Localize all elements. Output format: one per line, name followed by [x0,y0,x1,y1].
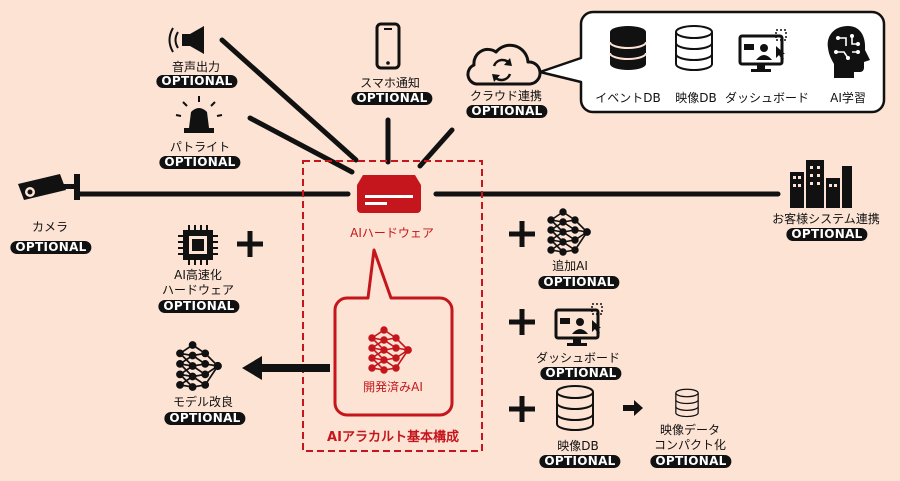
accelerator-label-line1: AI高速化 [174,268,222,282]
connection-lines [77,37,781,197]
compact-label-line1: 映像データ [659,423,721,437]
video-db-option-label: 映像DB [557,439,599,453]
dashboard-option-label: ダッシュボード [535,351,621,365]
developed-ai-neural-net-icon [367,325,413,375]
camera-optional-badge: OPTIONAL [10,241,92,254]
plus-video-db [509,396,535,422]
patlite-label: パトライト [169,140,231,154]
cloud-icon [466,43,542,86]
model-neural-net-icon [175,340,223,392]
basic-config-label: AIアラカルト基本構成 [327,430,459,445]
developed-ai-label: 開発済みAI [363,380,423,394]
cloud-dashboard-label: ダッシュボード [724,91,810,105]
additional-ai-optional-badge: OPTIONAL [538,276,620,289]
customer-label: お客様システム連携 [772,212,880,226]
camera-icon [18,174,80,200]
patlite-icon [175,96,223,133]
event-db-icon [609,25,647,71]
cloud-ai-learning-label: AI学習 [830,91,866,105]
chip-icon [178,225,218,265]
accelerator-optional-badge: OPTIONAL [158,300,240,313]
smartphone-label: スマホ通知 [360,76,420,90]
model-label: モデル改良 [172,395,234,409]
ai-learning-head-icon [827,26,870,78]
cloud-video-db-label: 映像DB [675,91,717,105]
patlite-optional-badge: OPTIONAL [159,156,241,169]
additional-ai-label: 追加AI [552,259,588,273]
plus-dashboard [509,309,535,335]
compact-label-line2: コンパクト化 [653,438,727,452]
plus-additional-ai [509,221,535,247]
plus-accelerator [237,231,263,257]
ai-hardware-label: AIハードウェア [350,226,434,240]
compact-db-icon [675,388,699,418]
model-improvement-arrow [242,356,330,380]
speaker-optional-badge: OPTIONAL [156,75,238,88]
model-optional-badge: OPTIONAL [164,412,246,425]
additional-ai-neural-net-icon [546,208,592,256]
video-db-option-icon [556,385,594,431]
smartphone-icon [375,22,401,70]
compact-arrow [623,400,643,416]
cloud-optional-badge: OPTIONAL [466,105,548,118]
dashboard-option-icon [554,302,604,348]
speaker-icon [168,26,204,54]
basic-config-frame [302,160,483,452]
customer-buildings-icon [790,160,852,208]
compact-optional-badge: OPTIONAL [650,455,732,468]
ai-hardware-icon [357,175,421,213]
dashboard-optional-badge: OPTIONAL [540,367,622,380]
customer-optional-badge: OPTIONAL [786,228,868,241]
video-db-optional-badge: OPTIONAL [539,455,621,468]
speaker-label: 音声出力 [171,60,221,74]
cloud-label: クラウド連携 [469,89,543,103]
camera-label: カメラ [31,220,69,234]
smartphone-optional-badge: OPTIONAL [351,92,433,105]
cloud-event-db-label: イベントDB [595,91,661,105]
accelerator-label-line2: ハードウェア [161,283,235,297]
developed-ai-balloon [333,248,454,417]
